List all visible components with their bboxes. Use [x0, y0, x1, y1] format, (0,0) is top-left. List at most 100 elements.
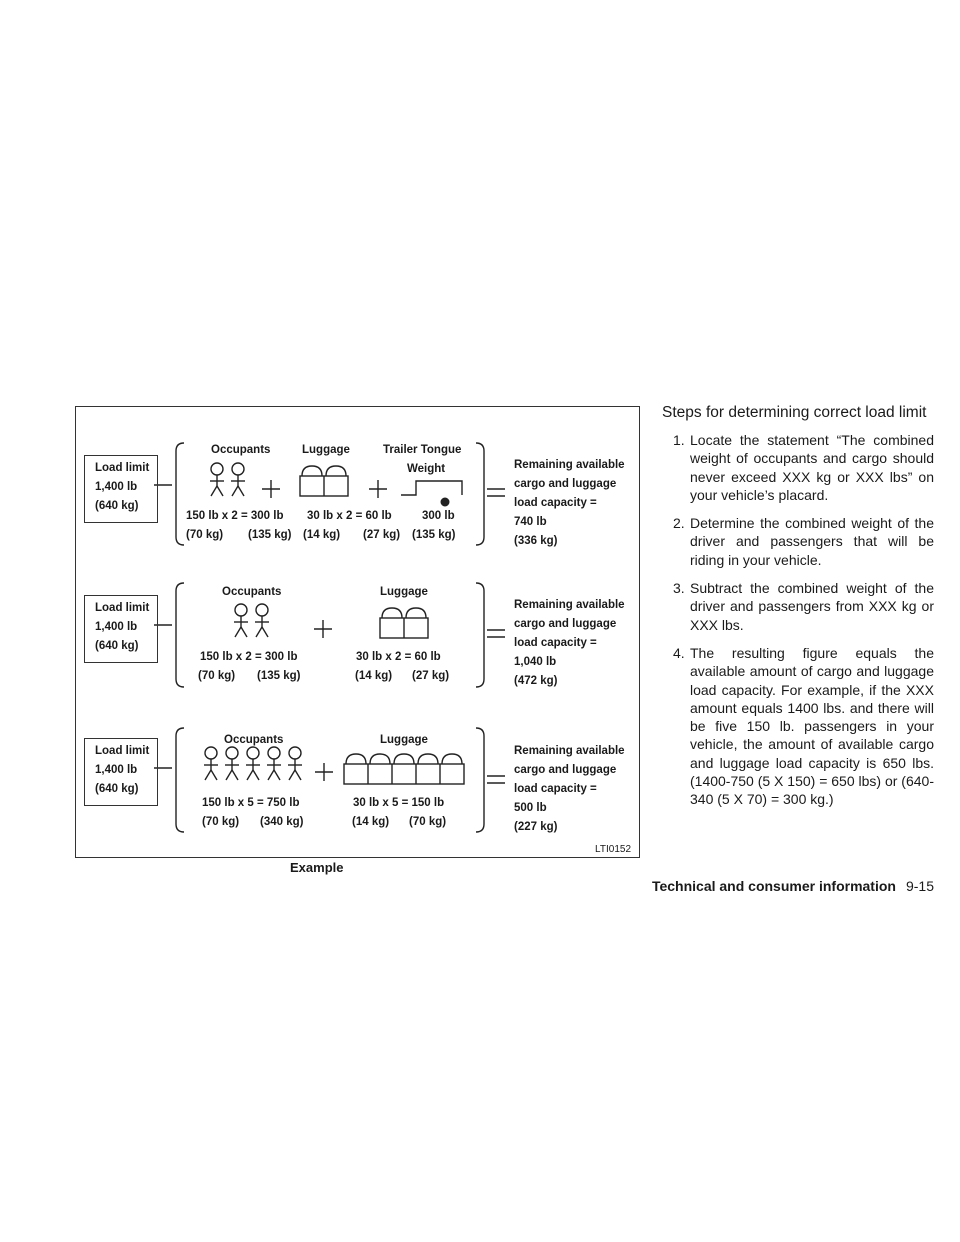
- step-item: 2. Determine the combined weight of the d…: [662, 514, 934, 569]
- step-number: 1.: [673, 432, 685, 448]
- left-bracket: [175, 727, 185, 833]
- luggage-calc-2: 30 lb x 2 = 60 lb: [356, 651, 441, 663]
- remaining-line: cargo and luggage: [514, 764, 617, 776]
- occupant-kg-a-1: (70 kg): [186, 529, 224, 541]
- load-limit-kg: (640 kg): [95, 783, 139, 795]
- occupant-kg-b-2: (135 kg): [257, 670, 301, 682]
- figure-caption: Example: [290, 860, 344, 875]
- luggage-kg-a-2: (14 kg): [355, 670, 393, 682]
- person-icon: [231, 462, 245, 497]
- figure-drawing: [154, 442, 505, 833]
- luggage-label-2: Luggage: [380, 586, 428, 598]
- left-bracket: [175, 442, 185, 546]
- trailer-ball-icon: [440, 497, 450, 507]
- person-icon: [246, 746, 260, 781]
- right-bracket: [475, 442, 485, 546]
- right-bracket: [475, 727, 485, 833]
- steps-section: Steps for determining correct load limit…: [662, 404, 934, 819]
- luggage-kg-a-1: (14 kg): [303, 529, 341, 541]
- luggage-kg-a-3: (14 kg): [352, 816, 390, 828]
- remaining-capacity-1: Remaining available cargo and luggage lo…: [514, 456, 625, 551]
- left-bracket: [175, 582, 185, 688]
- load-limit-lb: 1,400 lb: [95, 621, 138, 633]
- remaining-line: cargo and luggage: [514, 478, 617, 490]
- occupants-label-2: Occupants: [222, 586, 282, 598]
- person-icon: [267, 746, 281, 781]
- steps-list: 1. Locate the statement “The combined wei…: [662, 431, 934, 809]
- page-footer: Technical and consumer information 9-15: [652, 878, 934, 894]
- remaining-line: load capacity =: [514, 783, 597, 795]
- luggage-icon: [379, 607, 429, 639]
- trailer-kg-1: (135 kg): [412, 529, 456, 541]
- luggage-label-1: Luggage: [302, 444, 350, 456]
- occupant-calc-2: 150 lb x 2 = 300 lb: [200, 651, 298, 663]
- step-item: 4. The resulting figure equals the availa…: [662, 644, 934, 809]
- load-limit-example-figure: Load limit 1,400 lb (640 kg) Occupants L…: [75, 406, 640, 858]
- load-limit-lb: 1,400 lb: [95, 764, 138, 776]
- remaining-line: Remaining available: [514, 745, 625, 757]
- trailer-hitch-icon: [401, 480, 463, 496]
- remaining-kg: (336 kg): [514, 535, 558, 547]
- step-number: 4.: [673, 644, 685, 661]
- luggage-icon: [299, 465, 349, 497]
- person-icon: [288, 746, 302, 781]
- occupant-kg-b-1: (135 kg): [248, 529, 292, 541]
- remaining-capacity-3: Remaining available cargo and luggage lo…: [514, 742, 625, 837]
- remaining-lb: 740 lb: [514, 516, 547, 528]
- remaining-line: load capacity =: [514, 637, 597, 649]
- person-icon: [255, 603, 269, 638]
- occupants-label-1: Occupants: [211, 444, 271, 456]
- remaining-line: Remaining available: [514, 459, 625, 471]
- remaining-kg: (472 kg): [514, 675, 558, 687]
- trailer-label-weight-1: Weight: [407, 463, 446, 475]
- load-limit-kg: (640 kg): [95, 640, 139, 652]
- occupant-kg-a-3: (70 kg): [202, 816, 240, 828]
- load-limit-title: Load limit: [95, 602, 150, 614]
- step-text: The resulting figure equals the availabl…: [690, 644, 934, 808]
- person-icon: [210, 462, 224, 497]
- luggage-kg-b-2: (27 kg): [412, 670, 450, 682]
- occupants-label-3: Occupants: [224, 734, 284, 746]
- trailer-calc-1: 300 lb: [422, 510, 455, 522]
- occupant-kg-b-3: (340 kg): [260, 816, 304, 828]
- occupant-calc-1: 150 lb x 2 = 300 lb: [186, 510, 284, 522]
- remaining-line: load capacity =: [514, 497, 597, 509]
- luggage-calc-3: 30 lb x 5 = 150 lb: [353, 797, 445, 809]
- remaining-capacity-2: Remaining available cargo and luggage lo…: [514, 596, 625, 691]
- load-limit-lb: 1,400 lb: [95, 481, 138, 493]
- trailer-label-1: Trailer Tongue: [383, 444, 462, 456]
- person-icon: [225, 746, 239, 781]
- step-number: 2.: [673, 515, 685, 532]
- luggage-kg-b-1: (27 kg): [363, 529, 401, 541]
- remaining-kg: (227 kg): [514, 821, 558, 833]
- step-number: 3.: [673, 580, 685, 597]
- footer-section-title: Technical and consumer information: [651, 878, 896, 894]
- person-icon: [234, 603, 248, 638]
- figure-id-label: LTI0152: [595, 844, 631, 855]
- person-icon: [204, 746, 218, 781]
- remaining-line: cargo and luggage: [514, 618, 617, 630]
- luggage-kg-b-3: (70 kg): [409, 816, 447, 828]
- load-limit-box-3: Load limit 1,400 lb (640 kg): [84, 738, 158, 806]
- remaining-line: Remaining available: [514, 599, 625, 611]
- luggage-icon: [343, 753, 465, 785]
- remaining-lb: 1,040 lb: [514, 656, 557, 668]
- luggage-label-3: Luggage: [380, 734, 428, 746]
- load-limit-kg: (640 kg): [95, 500, 139, 512]
- step-text: Subtract the combined weight of the driv…: [690, 580, 934, 633]
- remaining-lb: 500 lb: [514, 802, 547, 814]
- load-limit-title: Load limit: [95, 462, 150, 474]
- page-number: 9-15: [905, 878, 934, 894]
- step-item: 3. Subtract the combined weight of the dr…: [662, 579, 934, 634]
- load-limit-box-1: Load limit 1,400 lb (640 kg): [84, 455, 158, 523]
- steps-heading: Steps for determining correct load limit: [662, 404, 927, 421]
- occupant-calc-3: 150 lb x 5 = 750 lb: [202, 797, 300, 809]
- luggage-calc-1: 30 lb x 2 = 60 lb: [307, 510, 392, 522]
- right-bracket: [475, 582, 485, 688]
- load-limit-box-2: Load limit 1,400 lb (640 kg): [84, 595, 158, 663]
- step-text: Locate the statement “The combined weigh…: [690, 432, 934, 503]
- load-limit-title: Load limit: [95, 745, 150, 757]
- occupant-kg-a-2: (70 kg): [198, 670, 236, 682]
- step-item: 1. Locate the statement “The combined wei…: [662, 431, 934, 504]
- step-text: Determine the combined weight of the dri…: [690, 515, 934, 568]
